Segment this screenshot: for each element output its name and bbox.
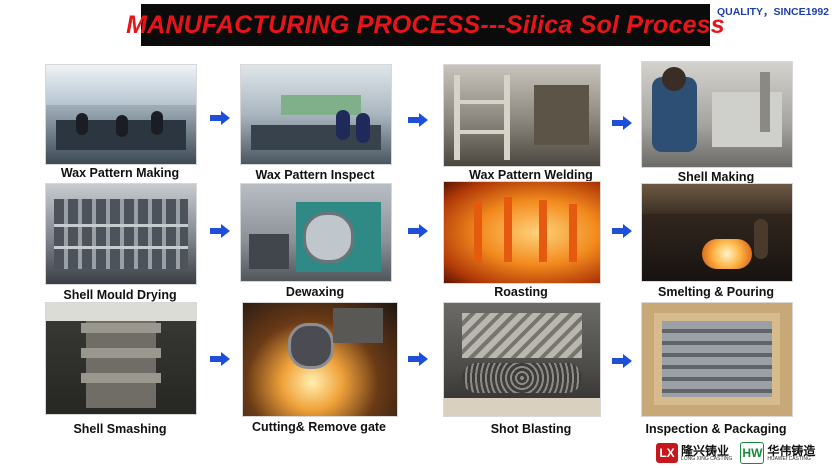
step-label: Smelting & Pouring [658, 285, 774, 299]
arrow-right-icon [612, 354, 632, 368]
inspection-packaging-photo [641, 302, 793, 417]
title-banner: MANUFACTURING PROCESS---Silica Sol Proce… [126, 4, 725, 46]
shell-mould-drying-photo [45, 183, 197, 285]
wax-pattern-inspect-photo [240, 64, 392, 165]
arrow-right-icon [612, 224, 632, 238]
huawei-name: 华伟铸造 [767, 443, 816, 458]
step-label: Shell Smashing [73, 422, 167, 436]
step-label: Roasting [494, 285, 548, 299]
shell-smashing-photo [45, 302, 197, 415]
step-label: Dewaxing [285, 285, 345, 299]
long-xing-sub: LONG XING CASTING [681, 455, 733, 462]
long-xing-name: 隆兴铸业 [681, 443, 730, 458]
arrow-right-icon [210, 352, 230, 366]
smelting-pouring-photo [641, 183, 793, 282]
quality-tagline: QUALITY，SINCE1992 [716, 6, 829, 18]
long-xing-logo: LX 隆兴铸业 LONG XING CASTING [656, 441, 732, 465]
huawei-casting-logo: HW 华伟铸造 HUAWEI CASTING [740, 441, 815, 465]
step-label: Shell Making [677, 170, 755, 184]
wax-pattern-making-photo [45, 64, 197, 165]
step-label: Cutting& Remove gate [251, 420, 387, 434]
arrow-right-icon [210, 224, 230, 238]
arrow-right-icon [408, 113, 428, 127]
step-label: Shot Blasting [490, 422, 572, 436]
cutting-remove-gate-photo [242, 302, 398, 417]
step-label: Wax Pattern Making [60, 166, 180, 180]
wax-pattern-welding-photo [443, 64, 601, 167]
step-label: Wax Pattern Welding [469, 168, 593, 182]
roasting-photo [443, 181, 601, 284]
arrow-right-icon [408, 224, 428, 238]
step-label: Wax Pattern Inspect [255, 168, 375, 182]
step-label: Inspection & Packaging [645, 422, 787, 436]
company-logos: LX 隆兴铸业 LONG XING CASTING HW 华伟铸造 HUAWEI… [656, 441, 828, 465]
arrow-right-icon [612, 116, 632, 130]
huawei-sub: HUAWEI CASTING [767, 455, 811, 462]
page-title: MANUFACTURING PROCESS---Silica Sol Proce… [126, 10, 725, 39]
shell-making-photo [641, 61, 793, 168]
step-label: Shell Mould Drying [63, 288, 177, 302]
shot-blasting-photo [443, 302, 601, 417]
long-xing-mark: LX [656, 443, 678, 463]
huawei-mark: HW [740, 442, 765, 464]
arrow-right-icon [210, 111, 230, 125]
arrow-right-icon [408, 352, 428, 366]
dewaxing-photo [240, 183, 392, 282]
